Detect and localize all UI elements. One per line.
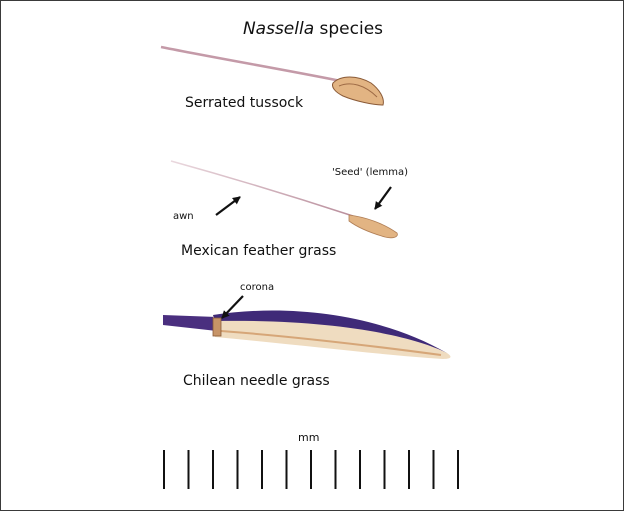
scale-unit-label: mm [298, 431, 319, 444]
chilean-corona [213, 318, 221, 336]
annotation-awn: awn [173, 211, 194, 222]
chilean-awn-base [163, 315, 217, 331]
annotation-seed-lemma: 'Seed' (lemma) [332, 167, 408, 178]
serrated-awn [161, 47, 341, 81]
mm-scale-ruler [164, 450, 458, 489]
mexican-lemma [349, 215, 397, 238]
label-serrated-tussock: Serrated tussock [185, 95, 303, 111]
label-mexican-feather-grass: Mexican feather grass [181, 243, 336, 259]
annotation-corona: corona [240, 282, 274, 293]
mexican-awn [171, 161, 353, 216]
awn-arrow [216, 197, 240, 215]
chilean-needle-grass-seed [163, 311, 450, 359]
label-chilean-needle-grass: Chilean needle grass [183, 373, 330, 389]
seed-arrow [375, 187, 391, 209]
serrated-lemma [332, 77, 383, 105]
